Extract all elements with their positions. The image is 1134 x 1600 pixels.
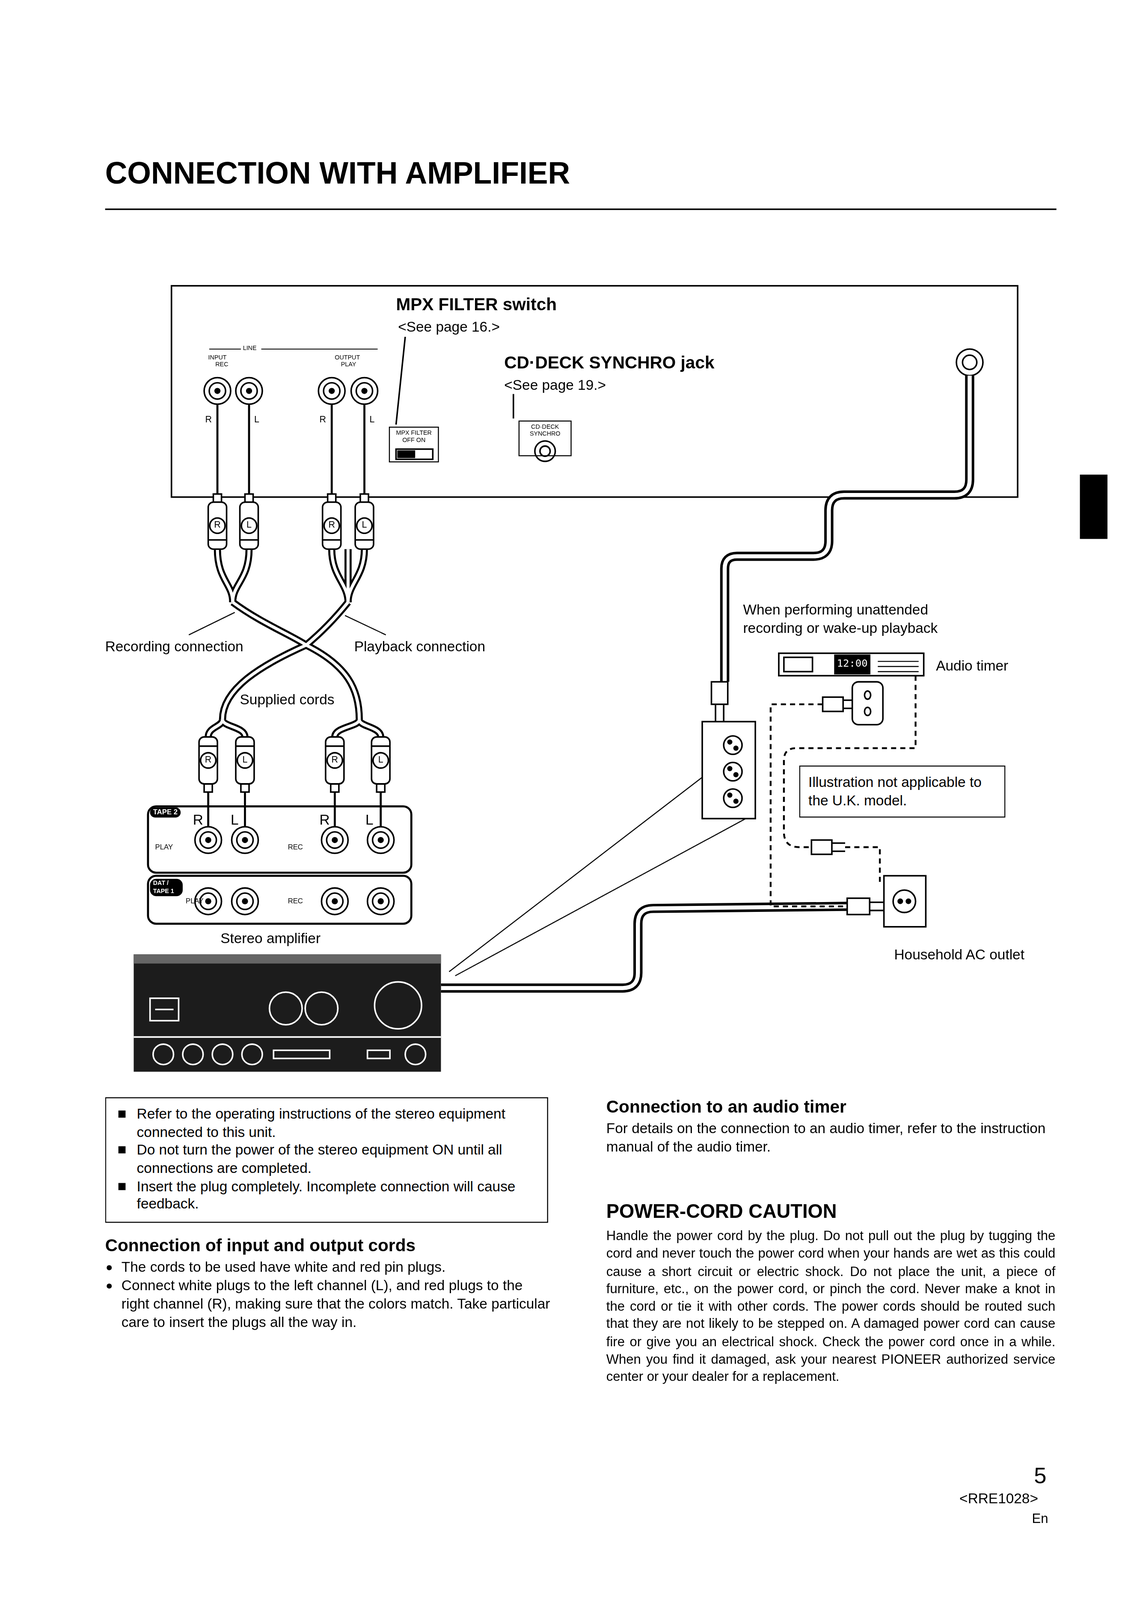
label-text: Supplied cords	[240, 691, 335, 709]
label-text: L	[369, 414, 375, 426]
label-text: The cords to be used have white and red …	[121, 1258, 551, 1277]
node-text: Do not turn the power of the stereo equi…	[114, 1141, 539, 1178]
label-text: R	[210, 519, 225, 531]
label-text: <RRE1028>	[959, 1490, 1039, 1508]
panel-label-box: MPX FILTEROFF ON	[388, 426, 440, 463]
note-box: Refer to the operating instructions of t…	[105, 1097, 549, 1223]
label-text: PLAY	[155, 843, 173, 852]
label-text: REC	[215, 361, 229, 369]
label-text: Playback connection	[354, 638, 486, 656]
label-text: OUTPUT	[334, 354, 360, 362]
label-text: PLAY	[341, 361, 357, 369]
heading-text: CD·DECK SYNCHRO jack	[504, 353, 715, 375]
label-text: R	[192, 811, 204, 829]
label-text: L	[357, 519, 372, 531]
heading-text: Connection to an audio timer	[606, 1097, 847, 1119]
label-text: TAPE 2	[150, 807, 182, 819]
bullet-square	[118, 1182, 126, 1190]
label-text: R	[324, 519, 339, 531]
label-text: Household AC outlet	[893, 946, 1025, 964]
label-text: L	[373, 754, 388, 766]
label-text: L	[241, 519, 256, 531]
label-text: LINE	[243, 344, 257, 353]
label-text: R	[319, 811, 330, 829]
label-text: R	[327, 754, 342, 766]
label-text: <See page 16.>	[397, 318, 500, 336]
heading-text: Connection of input and output cords	[105, 1236, 416, 1258]
label-text: R	[204, 414, 212, 426]
node-text: Illustration not applicable to the U.K. …	[808, 773, 997, 810]
label-text: En	[1031, 1510, 1048, 1527]
label-text: PLAY	[185, 897, 204, 906]
label-text: L	[365, 811, 374, 829]
label-text: REC	[287, 843, 303, 852]
label-text: Connect white plugs to the left channel …	[121, 1276, 551, 1332]
label-text: Handle the power cord by the plug. Do no…	[606, 1226, 1056, 1386]
label-text: L	[230, 811, 239, 829]
label-text: REC	[287, 897, 303, 906]
node-text: MPX FILTER	[392, 429, 435, 437]
label-text: Audio timer	[935, 657, 1009, 675]
label-text: Stereo amplifier	[220, 929, 321, 947]
label-text: For details on the connection to an audi…	[606, 1119, 1056, 1157]
note-box: Illustration not applicable to the U.K. …	[799, 765, 1006, 818]
bullet-square	[118, 1110, 126, 1118]
label-text: DAT / TAPE 1	[150, 878, 183, 897]
label-text: Recording connection	[105, 638, 244, 656]
bullet-square	[118, 1146, 126, 1154]
label-text: <See page 19.>	[504, 376, 606, 394]
node-text: CD·DECK SYNCHRO	[522, 423, 568, 438]
node-text: Refer to the operating instructions of t…	[114, 1105, 539, 1142]
label-text: L	[237, 754, 253, 766]
node-text: Insert the plug completely. Incomplete c…	[114, 1177, 539, 1214]
page-title: CONNECTION WITH AMPLIFIER	[105, 155, 571, 193]
label-text: INPUT	[208, 354, 227, 362]
label-text: R	[319, 414, 327, 426]
label-text: When performing unattended recording or …	[742, 601, 963, 638]
label-text: 12:00	[834, 657, 870, 670]
label-text: R	[201, 754, 216, 766]
heading-text: MPX FILTER switch	[395, 294, 557, 316]
label-text: L	[254, 414, 260, 426]
node-text: OFF ON	[392, 436, 435, 444]
label-text: 5	[1033, 1462, 1047, 1490]
panel-label-box: CD·DECK SYNCHRO	[518, 420, 572, 457]
heading-text: POWER-CORD CAUTION	[606, 1200, 838, 1224]
